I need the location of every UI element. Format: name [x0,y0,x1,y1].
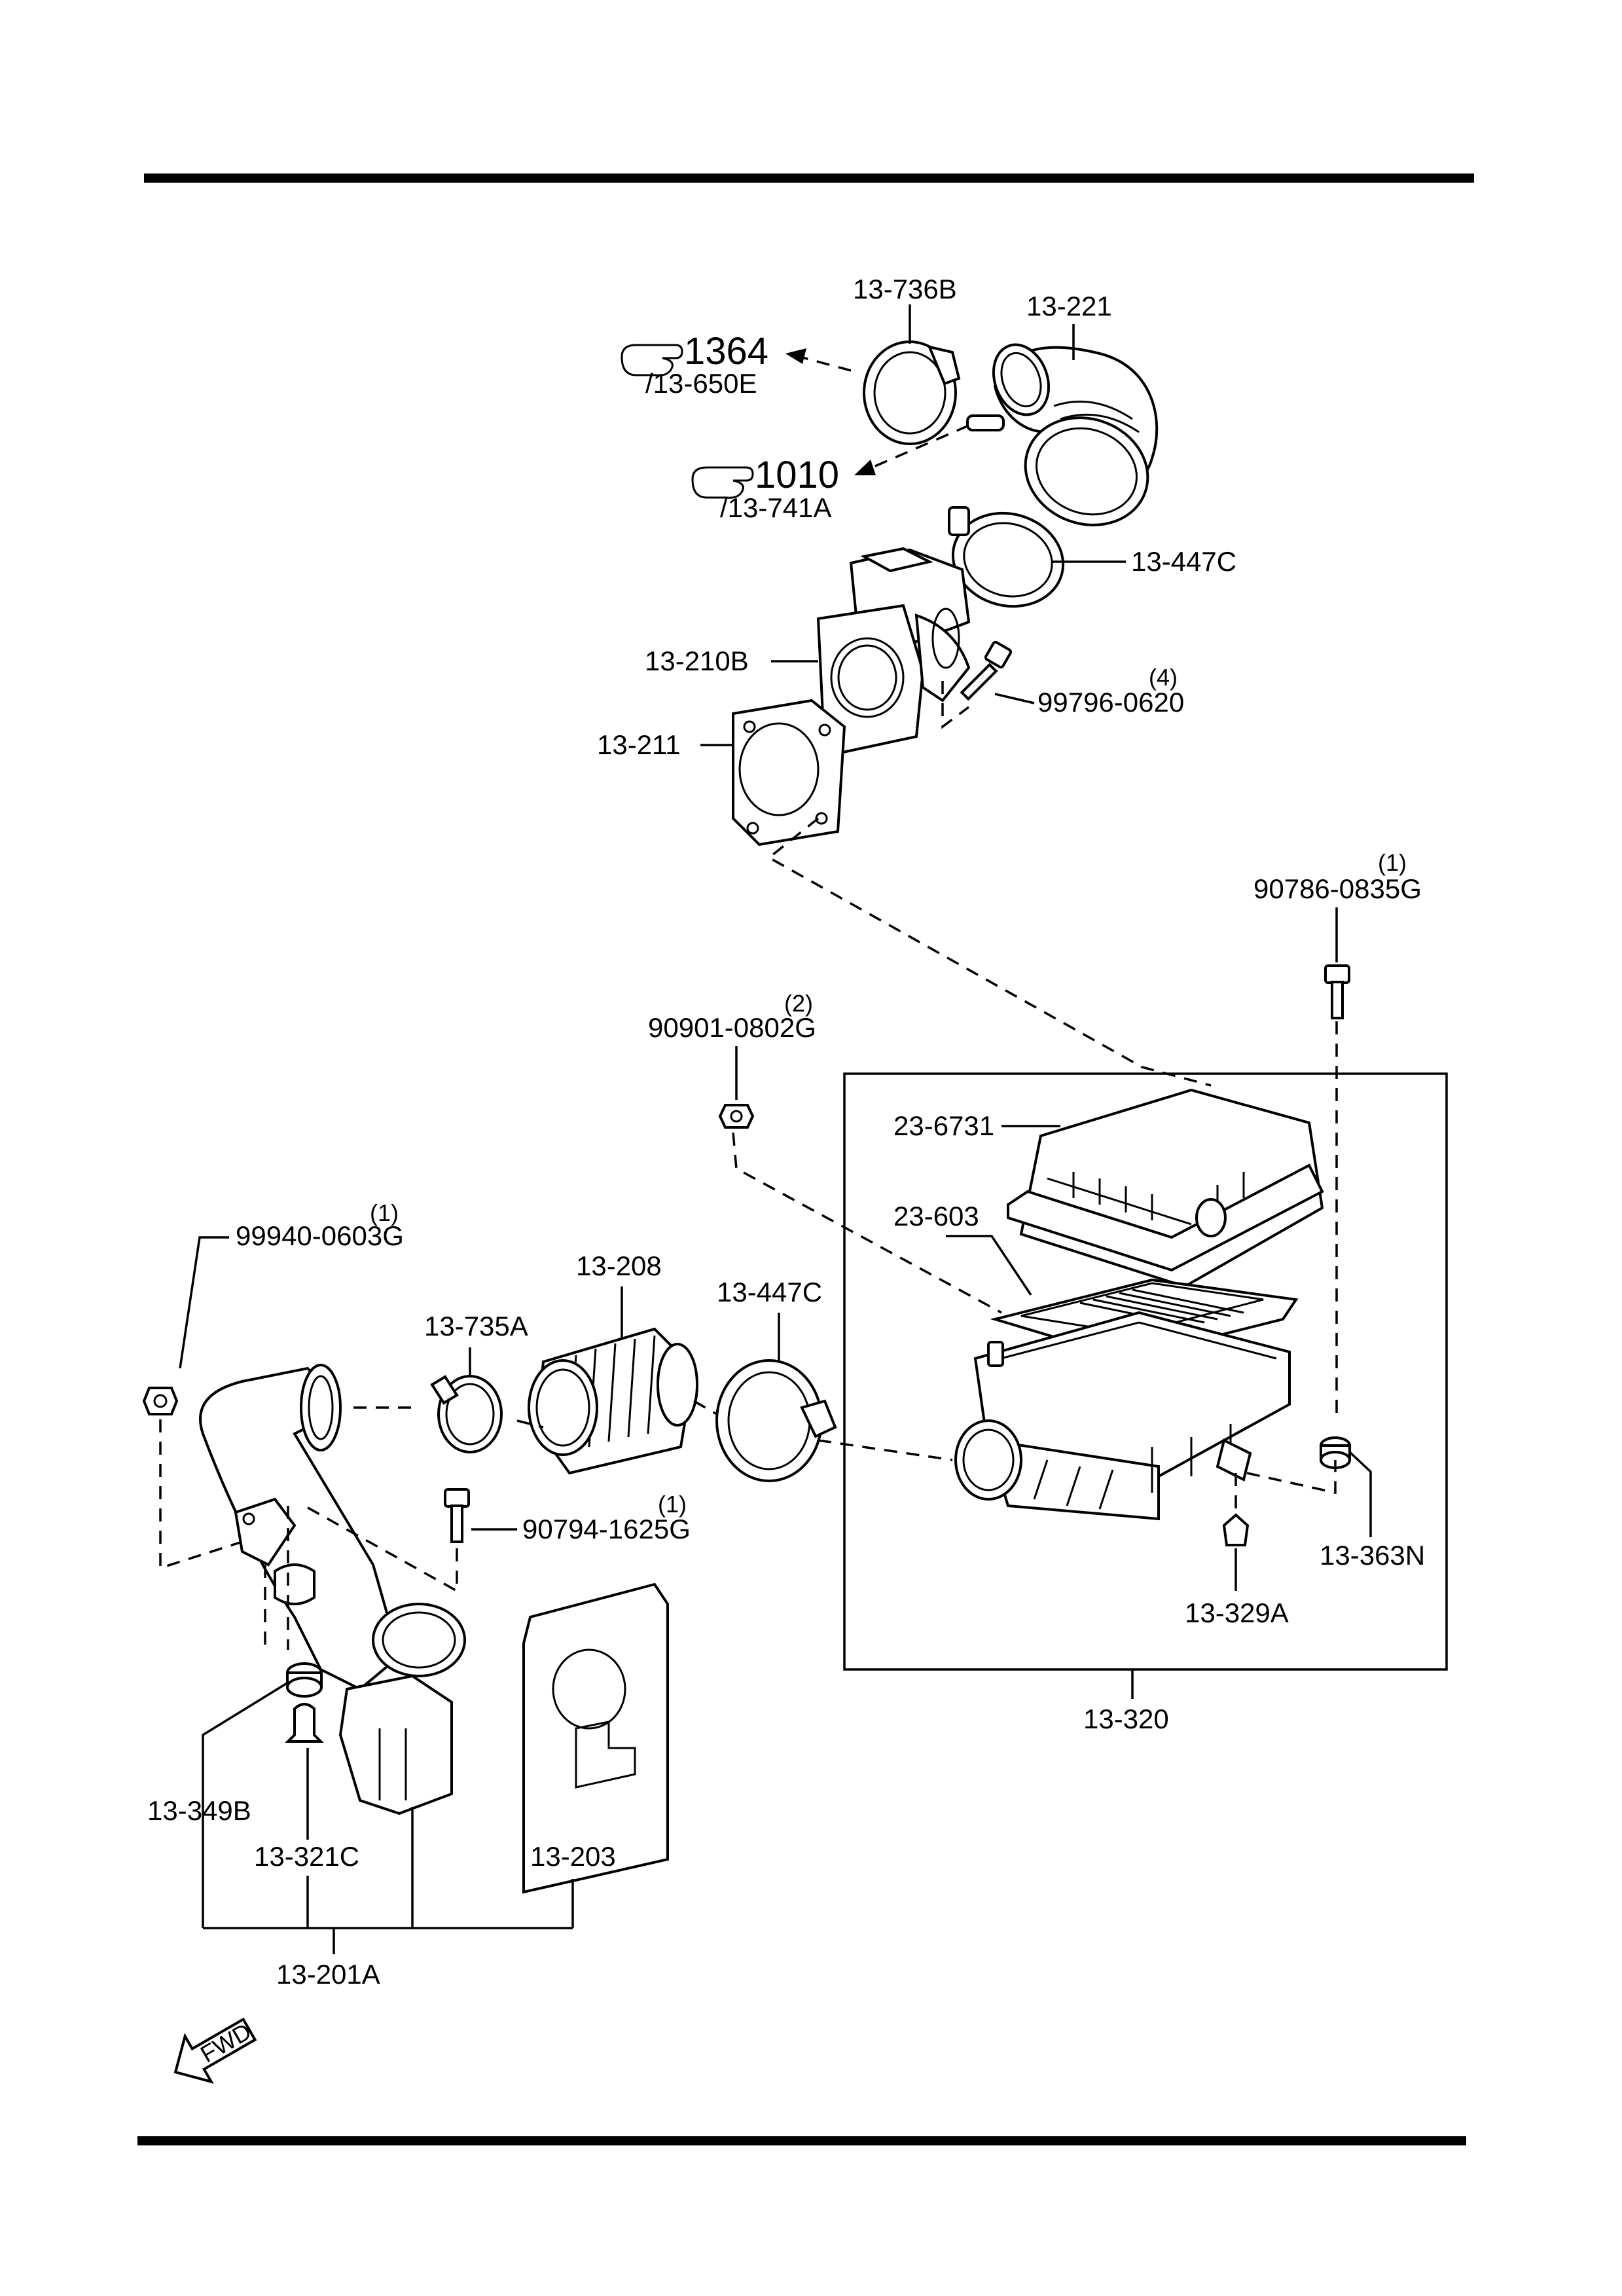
hose-13-221 [966,343,1159,526]
clamp-13-736B [863,340,961,445]
label-99940-0603G: 99940-0603G [236,1220,404,1251]
label-13-735A: 13-735A [424,1311,528,1341]
cover-23-6731 [1007,1088,1324,1288]
clamp-13-735A [430,1375,503,1453]
label-23-6731: 23-6731 [893,1110,994,1141]
label-13-210B: 13-210B [645,646,749,676]
label-90901-0802G-qty: (2) [784,990,813,1017]
label-13-203: 13-203 [530,1841,616,1872]
label-13-211: 13-211 [597,729,681,760]
label-90794-1625G: 90794-1625G [522,1514,691,1544]
ref-1010: 1010 /13-741A [691,454,839,523]
clip-13-321C [285,1703,324,1743]
clamp-13-447C-top [948,506,1065,608]
hose-13-208 [528,1327,698,1475]
bolt-90794-1625G [444,1488,470,1543]
duct-13-201A [199,1364,466,1815]
label-13-201A: 13-201A [276,1959,380,1990]
label-13-363N: 13-363N [1320,1540,1425,1571]
label-99796-0620: 99796-0620 [1037,687,1184,718]
label-90786-0835G-qty: (1) [1378,849,1407,876]
ref-1364: 1364 /13-650E [621,330,768,399]
assembly-box-13-320 [843,1072,1448,1671]
meter-13-210B [816,547,971,758]
bolt-99796-0620 [960,640,1013,701]
label-13-736B: 13-736B [853,274,957,304]
label-13-329A: 13-329A [1185,1597,1289,1628]
plug-13-329A [1222,1513,1250,1546]
pointing-hand-icon [691,466,754,499]
label-90786-0835G: 90786-0835G [1253,873,1422,904]
label-13-208: 13-208 [576,1250,662,1281]
label-99940-0603G-qty: (1) [370,1199,399,1226]
label-ref-13-741A: /13-741A [720,492,831,523]
case-lower [954,1311,1291,1521]
label-23-603: 23-603 [893,1201,979,1231]
label-13-447C-top: 13-447C [1131,546,1236,577]
label-90794-1625G-qty: (1) [658,1491,687,1518]
label-13-321C: 13-321C [254,1841,359,1872]
label-13-221: 13-221 [1026,291,1112,321]
pointing-hand-icon [621,344,683,376]
fwd-arrow-icon: FWD [173,2017,257,2084]
label-ref-13-650E: /13-650E [645,368,757,399]
label-13-349B: 13-349B [147,1795,251,1826]
plate-13-203 [522,1582,669,1894]
label-ref-1010[interactable]: 1010 [755,454,839,496]
nut-99940-0603G [142,1387,179,1415]
label-90901-0802G: 90901-0802G [648,1012,816,1043]
grommet-13-349B [286,1662,323,1698]
label-13-320: 13-320 [1083,1704,1169,1734]
gasket-13-211 [732,699,846,847]
clamp-13-447C-mid [715,1359,837,1482]
bolt-90786-0835G [1324,964,1350,1019]
nut-90901-0802G [718,1104,755,1129]
label-ref-1364[interactable]: 1364 [684,330,768,373]
label-13-447C-mid: 13-447C [717,1277,822,1307]
label-99796-0620-qty: (4) [1149,664,1178,691]
